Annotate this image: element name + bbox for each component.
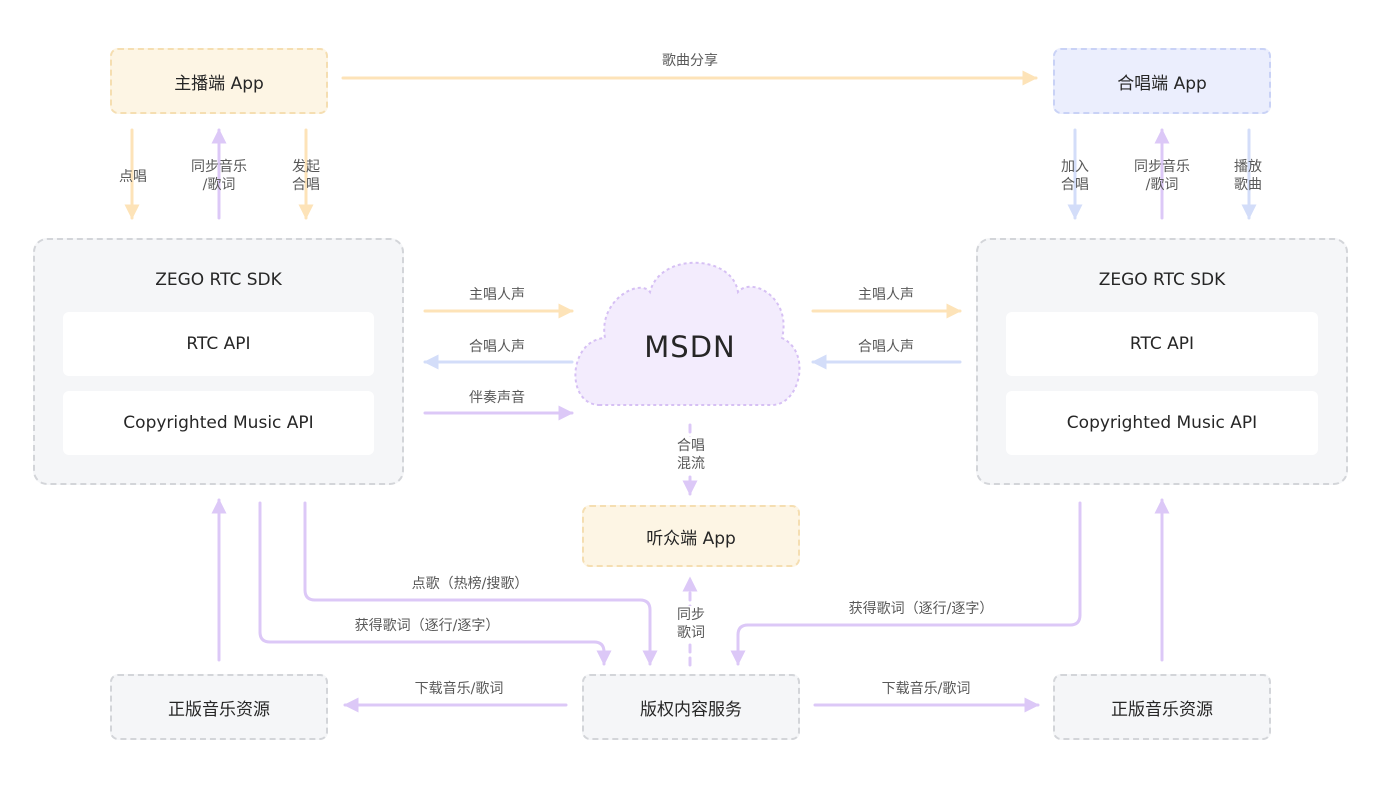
left-music-api: Copyrighted Music API <box>63 391 374 455</box>
host-app-label: 主播端 App <box>174 73 264 94</box>
label-sync-lyrics: 同步 歌词 <box>677 606 705 642</box>
copyright-service-box: 版权内容服务 <box>582 674 800 740</box>
label-host-start-line2: 合唱 <box>292 177 320 193</box>
right-music-api: Copyrighted Music API <box>1006 391 1318 455</box>
label-chorus-sync-line1: 同步音乐 <box>1134 159 1190 175</box>
left-sdk-title: ZEGO RTC SDK <box>155 270 282 290</box>
msdn-label: MSDN <box>644 330 736 364</box>
label-left-lead-voice: 主唱人声 <box>469 287 525 303</box>
label-right-chorus-voice: 合唱人声 <box>858 339 914 355</box>
left-resource-label: 正版音乐资源 <box>168 699 270 720</box>
right-sdk-box: ZEGO RTC SDK RTC API Copyrighted Music A… <box>976 238 1348 485</box>
label-sync-lyrics-line1: 同步 <box>677 607 705 623</box>
label-left-accompaniment: 伴奏声音 <box>469 390 525 406</box>
edge-right-get-lyrics <box>730 501 1082 666</box>
label-left-download: 下载音乐/歌词 <box>414 681 504 697</box>
label-chorus-join-line1: 加入 <box>1061 159 1089 175</box>
right-rtc-api: RTC API <box>1006 312 1318 376</box>
right-resource-box: 正版音乐资源 <box>1053 674 1271 740</box>
edge-left-get-lyrics <box>258 501 612 666</box>
copyright-service-label: 版权内容服务 <box>640 699 742 720</box>
label-host-start: 发起 合唱 <box>292 158 320 194</box>
label-right-lead-voice: 主唱人声 <box>858 287 914 303</box>
label-mix-line2: 混流 <box>677 456 705 472</box>
label-host-request: 点唱 <box>119 169 147 185</box>
label-chorus-sync: 同步音乐 /歌词 <box>1134 158 1190 194</box>
label-sync-lyrics-line2: 歌词 <box>677 625 705 641</box>
label-chorus-join-line2: 合唱 <box>1061 177 1089 193</box>
label-host-start-line1: 发起 <box>292 159 320 175</box>
host-app-box: 主播端 App <box>110 48 328 114</box>
msdn-cloud-shape <box>574 261 801 406</box>
label-chorus-play-line2: 歌曲 <box>1234 177 1262 193</box>
label-mix-line1: 合唱 <box>677 438 705 454</box>
label-left-get-lyrics: 获得歌词（逐行/逐字） <box>354 618 500 634</box>
label-song-share: 歌曲分享 <box>662 53 718 69</box>
listener-app-box: 听众端 App <box>582 505 800 567</box>
right-resource-label: 正版音乐资源 <box>1111 699 1213 720</box>
left-rtc-api: RTC API <box>63 312 374 376</box>
label-host-sync-line2: /歌词 <box>202 177 236 193</box>
label-host-sync-line1: 同步音乐 <box>191 159 247 175</box>
label-mix: 合唱 混流 <box>677 437 705 473</box>
right-sdk-title: ZEGO RTC SDK <box>1098 270 1226 290</box>
edge-left-song-request <box>303 501 658 666</box>
label-chorus-play-line1: 播放 <box>1234 159 1262 175</box>
label-chorus-play: 播放 歌曲 <box>1234 158 1262 194</box>
left-sdk-box: ZEGO RTC SDK RTC API Copyrighted Music A… <box>33 238 404 485</box>
label-chorus-sync-line2: /歌词 <box>1145 177 1179 193</box>
chorus-app-label: 合唱端 App <box>1117 73 1207 94</box>
listener-app-label: 听众端 App <box>646 528 736 549</box>
label-host-sync: 同步音乐 /歌词 <box>191 158 247 194</box>
chorus-app-box: 合唱端 App <box>1053 48 1271 114</box>
label-left-song-request: 点歌（热榜/搜歌） <box>411 576 529 592</box>
label-right-download: 下载音乐/歌词 <box>881 681 971 697</box>
label-left-chorus-voice: 合唱人声 <box>469 339 525 355</box>
left-resource-box: 正版音乐资源 <box>110 674 328 740</box>
label-right-get-lyrics: 获得歌词（逐行/逐字） <box>848 601 994 617</box>
label-chorus-join: 加入 合唱 <box>1061 158 1089 194</box>
